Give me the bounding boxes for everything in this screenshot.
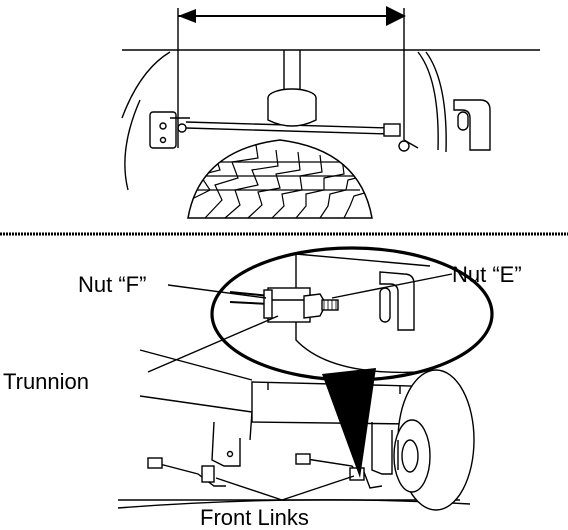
callout-pointer bbox=[322, 368, 376, 478]
deck-wheel bbox=[393, 369, 475, 511]
callout-magnifier bbox=[210, 246, 494, 382]
leader-nut-e bbox=[331, 273, 453, 299]
right-slot-bracket bbox=[453, 99, 491, 151]
leader-trunnion bbox=[147, 315, 279, 373]
measurement-arrow-right-head bbox=[386, 9, 404, 23]
leader-front-links-right bbox=[281, 475, 355, 501]
leader-nut-f bbox=[167, 284, 267, 299]
label-nut-f: Nut “F” bbox=[78, 272, 147, 297]
nut-f bbox=[263, 289, 273, 319]
label-trunnion: Trunnion bbox=[3, 369, 90, 394]
label-nut-e: Nut “E” bbox=[452, 262, 522, 287]
bottom-panel bbox=[117, 246, 494, 511]
label-front-links: Front Links bbox=[200, 505, 309, 530]
left-deck-bracket bbox=[211, 421, 241, 467]
measurement-arrow-left-head bbox=[178, 9, 196, 23]
trunnion-block bbox=[267, 287, 311, 323]
leader-front-links-left bbox=[215, 477, 283, 501]
left-fender bbox=[121, 51, 171, 119]
right-fender bbox=[417, 51, 439, 151]
front-link-left bbox=[151, 461, 226, 487]
top-panel bbox=[121, 6, 540, 191]
left-bracket bbox=[149, 111, 177, 149]
front-tire bbox=[187, 139, 373, 219]
